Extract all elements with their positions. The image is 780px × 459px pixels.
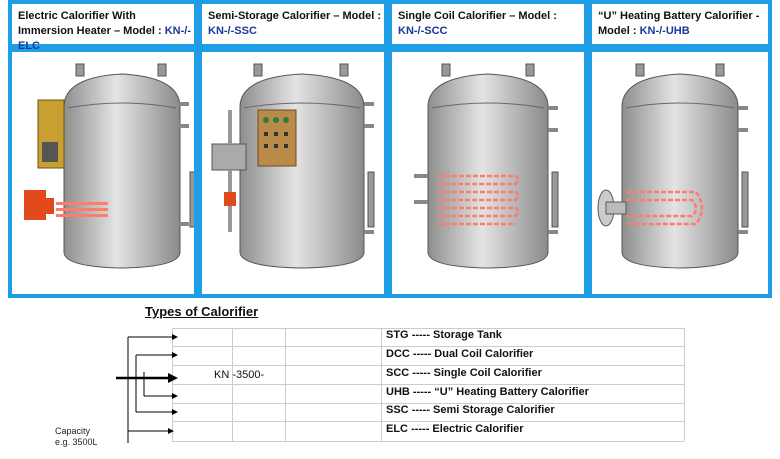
grid-line (232, 328, 233, 441)
model-code: KN -3500- (214, 369, 265, 381)
electric-calorifier-icon (24, 63, 194, 269)
panel-title: Single Coil Calorifier – Model : (398, 10, 557, 22)
type-row-dcc: DCC ----- Dual Coil Calorifier (386, 348, 533, 360)
grid-line (172, 403, 684, 404)
type-code: SCC (386, 367, 410, 379)
grid-line (172, 384, 684, 385)
u-heating-battery-calorifier-icon (597, 63, 749, 269)
panel-header: Electric Calorifier With Immersion Heate… (12, 4, 194, 52)
type-desc: ----- Electric Calorifier (411, 423, 524, 435)
single-coil-calorifier-image (392, 52, 584, 294)
type-desc: ----- Storage Tank (411, 329, 502, 341)
type-row-elc: ELC ----- Electric Calorifier (386, 423, 524, 435)
type-code: ELC (386, 423, 408, 435)
type-row-scc: SCC ----- Single Coil Calorifier (386, 367, 542, 379)
panel-header: Semi-Storage Calorifier – Model : KN-/-S… (202, 4, 384, 44)
type-code: SSC (386, 404, 409, 416)
grid-line (172, 365, 684, 366)
u-heating-battery-calorifier-image (592, 52, 768, 294)
panel-scc: Single Coil Calorifier – Model : KN-/-SC… (388, 0, 588, 298)
panel-header: “U” Heating Battery Calorifier - Model :… (592, 4, 768, 44)
semi-storage-calorifier-image (202, 52, 384, 294)
grid-line (172, 421, 684, 422)
semi-storage-calorifier-icon (211, 63, 375, 269)
grid-line (381, 328, 382, 441)
type-row-stg: STG ----- Storage Tank (386, 329, 502, 341)
panel-title: “U” Heating Battery Calorifier - Model : (598, 10, 760, 37)
panel-uhb: “U” Heating Battery Calorifier - Model :… (588, 0, 772, 298)
panel-model: KN-/-SSC (208, 25, 257, 37)
grid-line (684, 328, 685, 441)
capacity-label: Capacity (55, 426, 91, 436)
grid-line (172, 328, 684, 329)
panel-model: KN-/-SCC (398, 25, 448, 37)
type-desc: ----- “U” Heating Battery Calorifier (412, 386, 589, 398)
panel-title: Electric Calorifier With Immersion Heate… (18, 10, 162, 37)
electric-calorifier-image (12, 52, 194, 294)
type-code: STG (386, 329, 409, 341)
grid-line (172, 441, 684, 442)
panel-model: KN-/-ELC (18, 25, 191, 52)
grid-line (285, 328, 286, 441)
types-title: Types of Calorifier (145, 304, 259, 319)
type-code: UHB (386, 386, 410, 398)
type-code: DCC (386, 348, 410, 360)
type-desc: ----- Single Coil Calorifier (412, 367, 542, 379)
panel-model: KN-/-UHB (639, 25, 690, 37)
type-desc: ----- Dual Coil Calorifier (412, 348, 534, 360)
type-row-uhb: UHB ----- “U” Heating Battery Calorifier (386, 386, 589, 398)
type-desc: ----- Semi Storage Calorifier (411, 404, 555, 416)
panel-header: Single Coil Calorifier – Model : KN-/-SC… (392, 4, 584, 44)
grid-line (172, 328, 173, 441)
panel-elc: Electric Calorifier With Immersion Heate… (8, 0, 198, 298)
grid-line (172, 346, 684, 347)
panel-title: Semi-Storage Calorifier – Model : (208, 10, 381, 22)
panel-ssc: Semi-Storage Calorifier – Model : KN-/-S… (198, 0, 388, 298)
type-row-ssc: SSC ----- Semi Storage Calorifier (386, 404, 555, 416)
capacity-example: e.g. 3500L (55, 437, 98, 447)
single-coil-calorifier-icon (414, 63, 559, 269)
